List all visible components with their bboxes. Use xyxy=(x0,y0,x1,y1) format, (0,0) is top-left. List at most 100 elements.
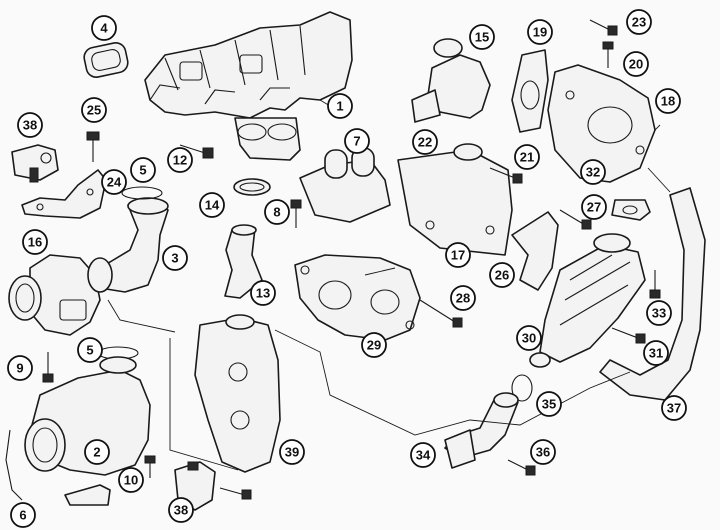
callout-9: 9 xyxy=(7,355,33,381)
bolt-8 xyxy=(290,199,302,228)
callout-label: 35 xyxy=(542,397,556,412)
callout-label: 39 xyxy=(285,445,299,460)
callout-23: 23 xyxy=(626,9,652,35)
callout-33: 33 xyxy=(646,300,672,326)
callout-17: 17 xyxy=(445,242,471,268)
callout-label: 20 xyxy=(629,57,643,72)
callout-25: 25 xyxy=(81,97,107,123)
callout-12: 12 xyxy=(167,147,193,173)
bolt-25 xyxy=(86,131,100,162)
gasket-19 xyxy=(511,49,549,133)
o-ring-35 xyxy=(511,374,533,402)
gasket-4 xyxy=(83,42,129,78)
callout-4: 4 xyxy=(91,15,117,41)
callout-31: 31 xyxy=(643,340,669,366)
cover-39 xyxy=(194,314,281,473)
callout-24: 24 xyxy=(101,169,127,195)
callout-29: 29 xyxy=(361,332,387,358)
callout-label: 22 xyxy=(418,135,432,150)
throttle-body-16 xyxy=(8,254,101,336)
callout-38b: 38 xyxy=(168,497,194,523)
callout-label: 5 xyxy=(86,343,93,358)
heat-shield-17 xyxy=(397,143,513,256)
gasket-27 xyxy=(611,199,651,221)
egr-valve-7 xyxy=(299,147,391,223)
callout-20: 20 xyxy=(623,51,649,77)
callout-7: 7 xyxy=(344,128,370,154)
callout-label: 4 xyxy=(100,21,108,36)
callout-label: 6 xyxy=(19,508,26,523)
callout-label: 34 xyxy=(416,448,431,463)
callout-label: 28 xyxy=(456,291,470,306)
callout-36: 36 xyxy=(530,439,556,465)
wire-6 xyxy=(5,429,23,501)
callout-label: 17 xyxy=(451,248,465,263)
callout-label: 16 xyxy=(28,235,42,250)
callout-1: 1 xyxy=(327,93,353,119)
callout-2: 2 xyxy=(84,439,110,465)
callout-18: 18 xyxy=(655,88,681,114)
callout-label: 1 xyxy=(336,99,343,114)
callout-38a: 38 xyxy=(17,112,43,138)
callout-label: 18 xyxy=(661,94,675,109)
bracket-26 xyxy=(511,211,559,291)
callout-label: 14 xyxy=(205,198,220,213)
callout-label: 24 xyxy=(107,175,122,190)
hose-13 xyxy=(224,224,263,299)
intake-manifold xyxy=(144,11,353,161)
leader-lines xyxy=(107,99,671,471)
sensor-38-top xyxy=(11,144,59,183)
flange-housing-18 xyxy=(547,64,656,183)
callout-10: 10 xyxy=(118,467,144,493)
callout-label: 5 xyxy=(139,163,146,178)
callout-label: 15 xyxy=(475,30,489,45)
callout-16: 16 xyxy=(22,229,48,255)
callout-label: 32 xyxy=(586,165,600,180)
callout-5a: 5 xyxy=(130,157,156,183)
callout-21: 21 xyxy=(514,144,540,170)
callout-label: 33 xyxy=(652,306,666,321)
hose-37 xyxy=(599,187,706,401)
egr-cooler-30 xyxy=(529,233,646,368)
callout-label: 38 xyxy=(23,118,37,133)
callout-label: 38 xyxy=(174,503,188,518)
callout-label: 13 xyxy=(256,286,270,301)
callout-22: 22 xyxy=(412,129,438,155)
callout-label: 3 xyxy=(171,251,178,266)
callout-label: 10 xyxy=(124,473,138,488)
callout-label: 21 xyxy=(520,150,534,165)
callout-30: 30 xyxy=(516,325,542,351)
bracket-bottom xyxy=(64,484,111,506)
egr-actuator-15 xyxy=(411,38,491,123)
housing-29 xyxy=(294,254,421,341)
callout-5b: 5 xyxy=(77,337,103,363)
callout-8: 8 xyxy=(264,199,290,225)
callout-27: 27 xyxy=(581,194,607,220)
intake-housing-2 xyxy=(24,356,151,476)
pipe-34 xyxy=(444,392,519,469)
callout-label: 2 xyxy=(93,445,100,460)
callout-3: 3 xyxy=(162,245,188,271)
callout-39: 39 xyxy=(279,439,305,465)
callout-13: 13 xyxy=(250,280,276,306)
callout-label: 23 xyxy=(632,15,646,30)
callout-label: 8 xyxy=(273,205,280,220)
callout-32: 32 xyxy=(580,159,606,185)
callout-label: 37 xyxy=(667,401,681,416)
callout-label: 36 xyxy=(536,445,550,460)
callout-19: 19 xyxy=(527,19,553,45)
bolts-misc xyxy=(42,19,661,500)
callout-14: 14 xyxy=(199,192,225,218)
bolt-12 xyxy=(179,144,214,159)
callout-28: 28 xyxy=(450,285,476,311)
callout-label: 9 xyxy=(16,361,23,376)
callout-label: 27 xyxy=(587,200,601,215)
callout-label: 31 xyxy=(649,346,663,361)
callout-label: 30 xyxy=(522,331,536,346)
callout-15: 15 xyxy=(469,24,495,50)
callout-label: 7 xyxy=(353,134,360,149)
callout-label: 29 xyxy=(367,338,381,353)
callout-37: 37 xyxy=(661,395,687,421)
